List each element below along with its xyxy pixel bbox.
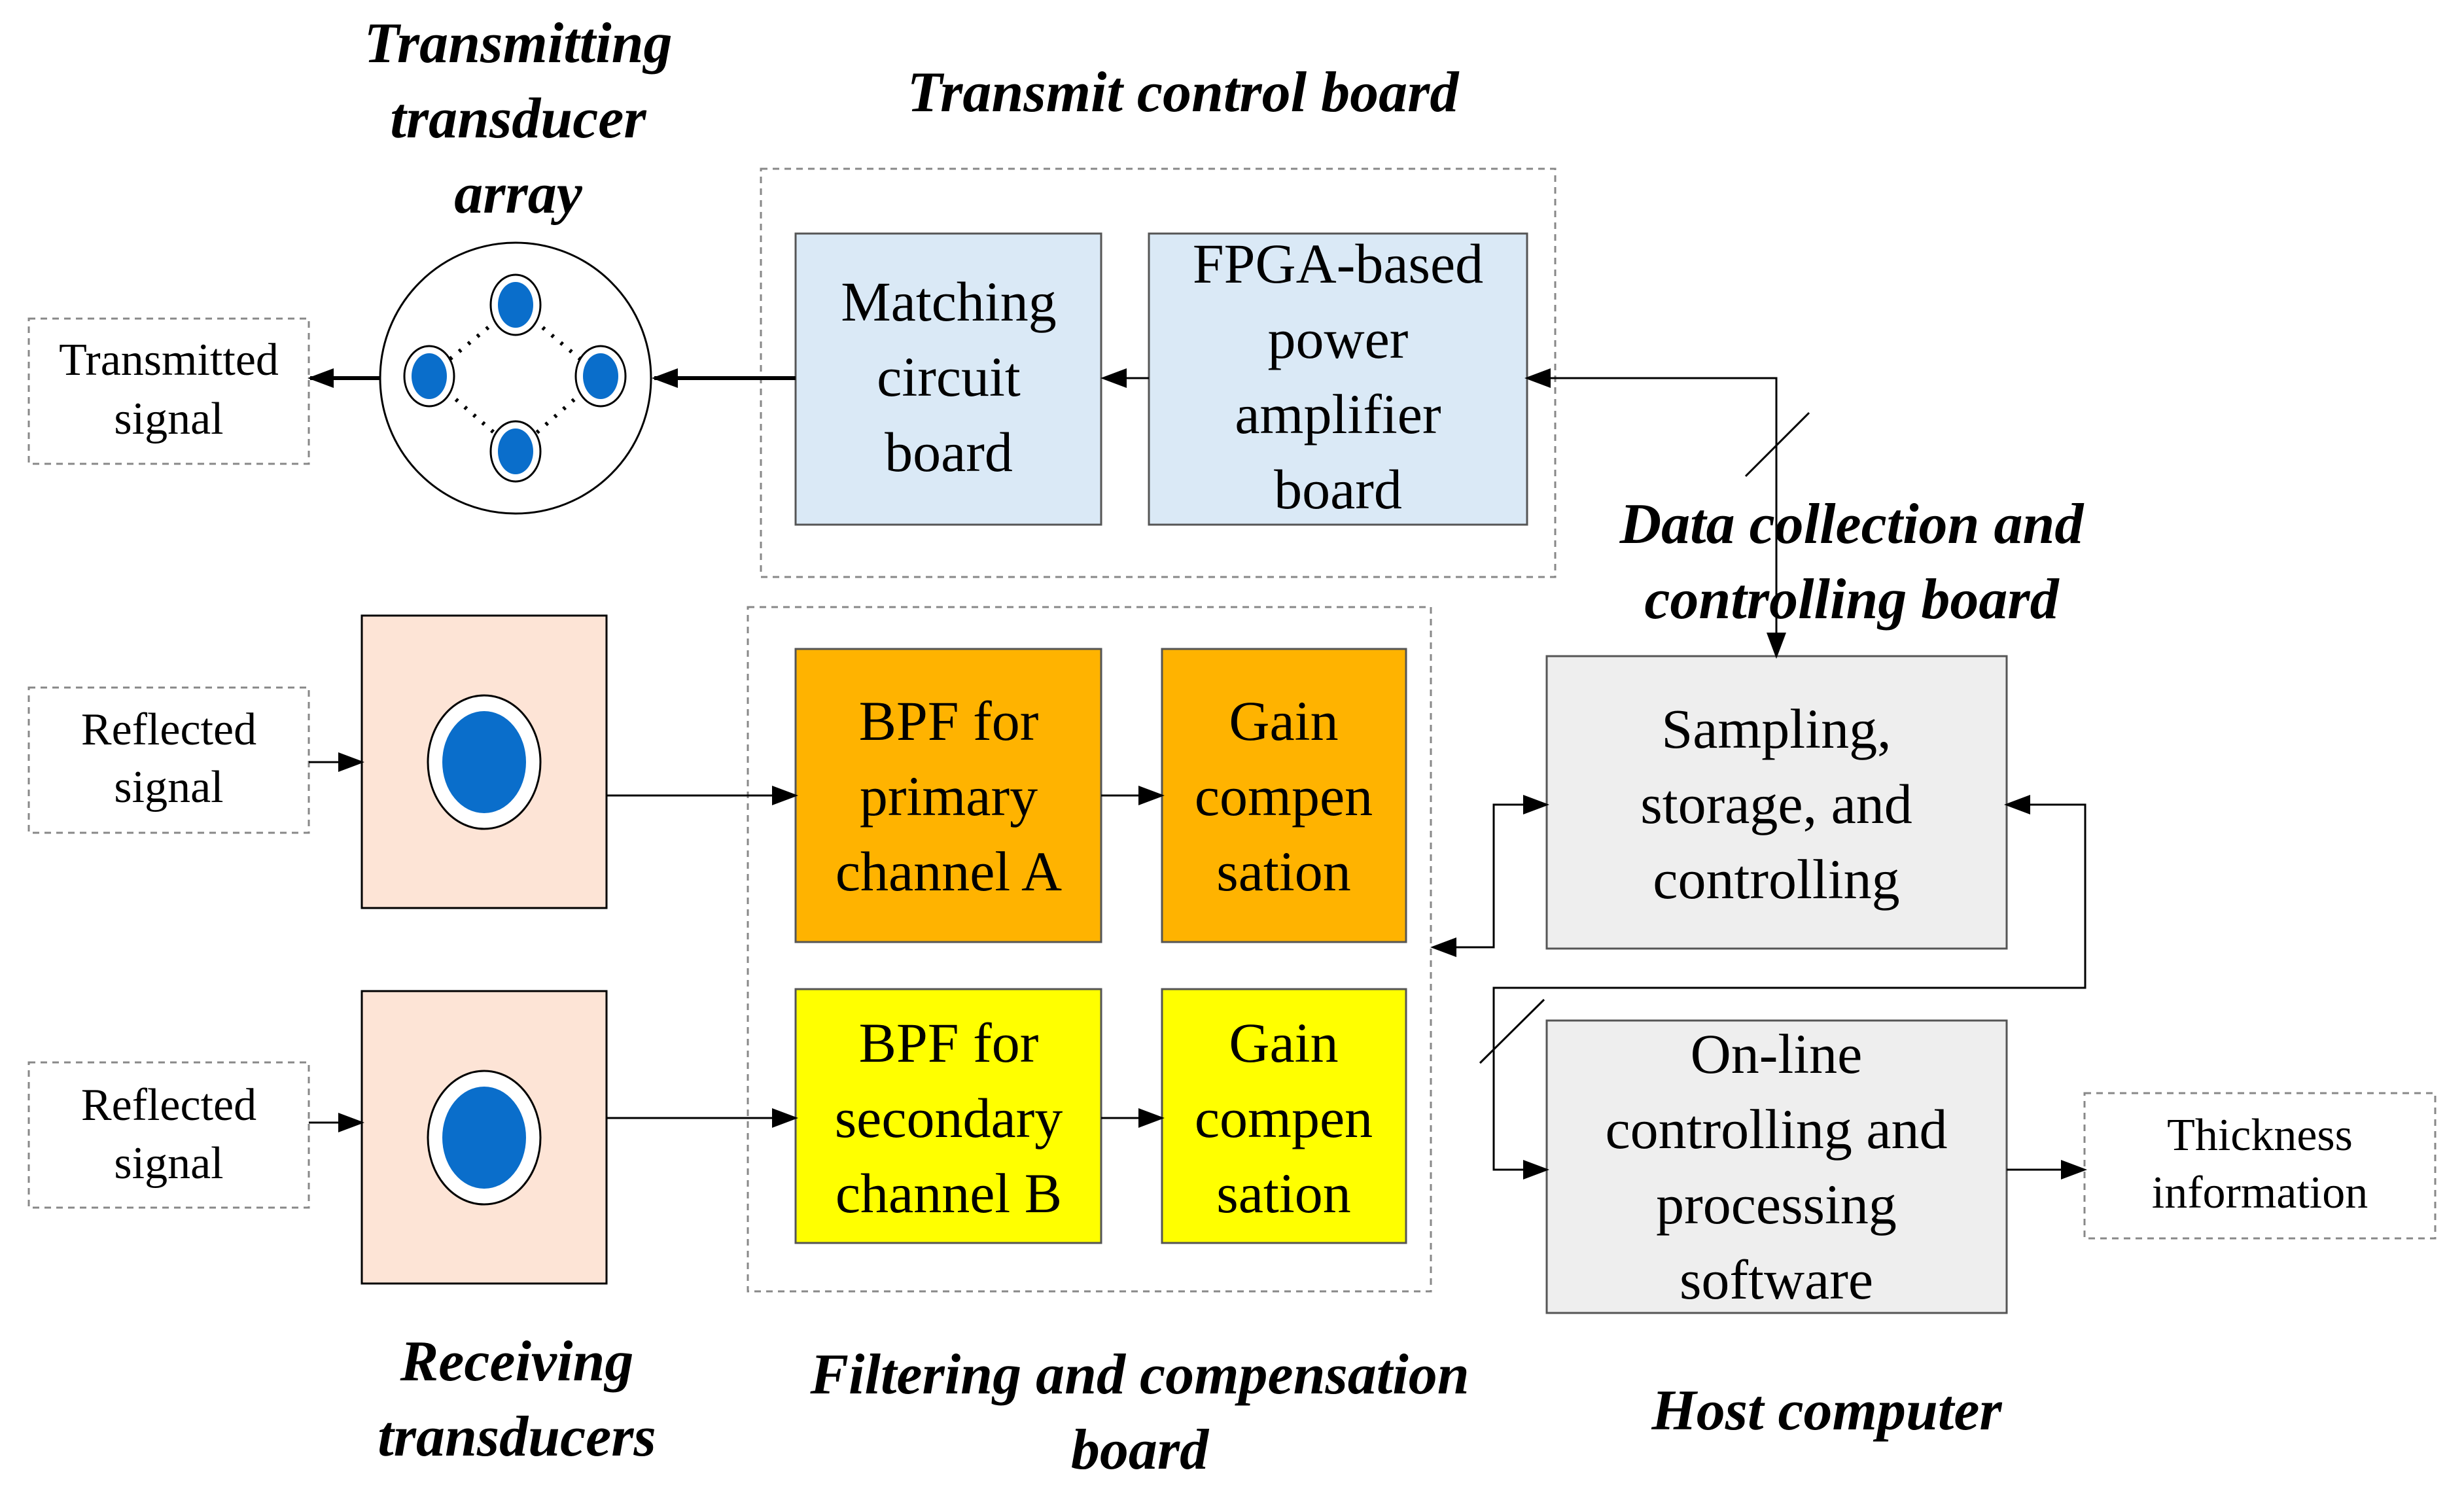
svg-text:sation: sation (1216, 840, 1350, 903)
svg-text:transducers: transducers (378, 1405, 656, 1469)
svg-text:Receiving: Receiving (400, 1330, 634, 1393)
svg-text:Reflected: Reflected (81, 1080, 256, 1130)
svg-text:board: board (1274, 458, 1402, 521)
svg-text:Sampling,: Sampling, (1661, 697, 1891, 760)
svg-text:controlling and: controlling and (1605, 1098, 1947, 1161)
bus-slash-lower (1479, 998, 1545, 1064)
link-fpga-to-sampling (1524, 368, 1786, 659)
fpga-power-amplifier-board: FPGA-based power amplifier board (1148, 232, 1528, 526)
title-receiving-transducers: Receiving transducers (378, 1330, 656, 1469)
svg-text:signal: signal (114, 762, 223, 812)
gain-compensation-a: Gain compen sation (1161, 648, 1407, 943)
svg-text:Thickness: Thickness (2167, 1110, 2353, 1161)
bpf-secondary-channel-b: BPF for secondary channel B (794, 988, 1102, 1244)
svg-text:Transmit control board: Transmit control board (907, 61, 1460, 124)
svg-text:Transmitting: Transmitting (364, 12, 672, 75)
svg-text:Transmitted: Transmitted (59, 335, 279, 385)
title-data-collection-board: Data collection and controlling board (1619, 493, 2085, 631)
svg-text:information: information (2152, 1168, 2368, 1218)
svg-text:Host computer: Host computer (1651, 1379, 2002, 1442)
svg-text:channel A: channel A (836, 840, 1062, 903)
svg-text:Gain: Gain (1229, 690, 1338, 752)
reflected-signal-a-box: Reflected signal (27, 686, 310, 834)
transducer-element-left (403, 345, 455, 408)
svg-text:BPF for: BPF for (859, 1011, 1039, 1074)
svg-text:controlling board: controlling board (1644, 568, 2060, 631)
svg-text:Filtering and compensation: Filtering and compensation (809, 1343, 1469, 1406)
receiving-transducer-b (361, 990, 608, 1285)
svg-text:Reflected: Reflected (81, 705, 256, 755)
svg-text:Gain: Gain (1229, 1011, 1338, 1074)
svg-text:Matching: Matching (841, 270, 1057, 333)
svg-text:software: software (1680, 1248, 1873, 1311)
svg-text:transducer: transducer (390, 87, 646, 150)
svg-text:storage, and: storage, and (1640, 773, 1912, 835)
title-transmitting-transducer-array: Transmitting transducer array (364, 12, 672, 226)
transmitted-signal-box: Transmitted signal (27, 317, 310, 465)
svg-text:compen: compen (1195, 765, 1373, 828)
bpf-primary-channel-a: BPF for primary channel A (794, 648, 1102, 943)
title-transmit-control-board: Transmit control board (907, 61, 1460, 124)
reflected-signal-b-box: Reflected signal (27, 1061, 310, 1209)
svg-text:processing: processing (1656, 1173, 1897, 1236)
svg-text:secondary: secondary (835, 1087, 1063, 1149)
receiving-transducer-a (361, 614, 608, 909)
gain-compensation-b: Gain compen sation (1161, 988, 1407, 1244)
bus-slash-upper (1744, 411, 1810, 478)
svg-text:board: board (885, 421, 1013, 483)
svg-text:controlling: controlling (1653, 848, 1899, 911)
thickness-information-box: Thickness information (2083, 1092, 2437, 1240)
online-processing-software: On-line controlling and processing softw… (1545, 1019, 2008, 1314)
sampling-storage-controlling: Sampling, storage, and controlling (1545, 655, 2008, 950)
svg-text:signal: signal (114, 1138, 223, 1189)
svg-text:board: board (1071, 1418, 1210, 1482)
svg-text:array: array (454, 162, 582, 226)
transducer-element-bottom (489, 420, 542, 483)
transducer-element-top (489, 273, 542, 336)
svg-text:circuit: circuit (877, 345, 1021, 408)
svg-text:power: power (1268, 307, 1409, 370)
svg-text:FPGA-based: FPGA-based (1193, 232, 1483, 295)
svg-text:signal: signal (114, 394, 223, 444)
svg-text:On-line: On-line (1691, 1022, 1863, 1085)
transducer-element-right (574, 345, 627, 408)
svg-text:BPF for: BPF for (859, 690, 1039, 752)
svg-text:primary: primary (860, 765, 1038, 828)
matching-circuit-board: Matching circuit board (794, 232, 1102, 526)
title-filtering-compensation-board: Filtering and compensation board (809, 1343, 1469, 1482)
link-sampling-to-software (1492, 795, 2086, 1179)
svg-text:sation: sation (1216, 1162, 1350, 1225)
link-filtering-to-sampling (1430, 795, 1549, 957)
svg-text:channel B: channel B (836, 1162, 1062, 1225)
transmitting-transducer-array (379, 241, 652, 515)
svg-text:Data collection and: Data collection and (1619, 493, 2085, 556)
title-host-computer: Host computer (1651, 1379, 2002, 1442)
svg-text:compen: compen (1195, 1087, 1373, 1149)
svg-text:amplifier: amplifier (1235, 383, 1441, 446)
